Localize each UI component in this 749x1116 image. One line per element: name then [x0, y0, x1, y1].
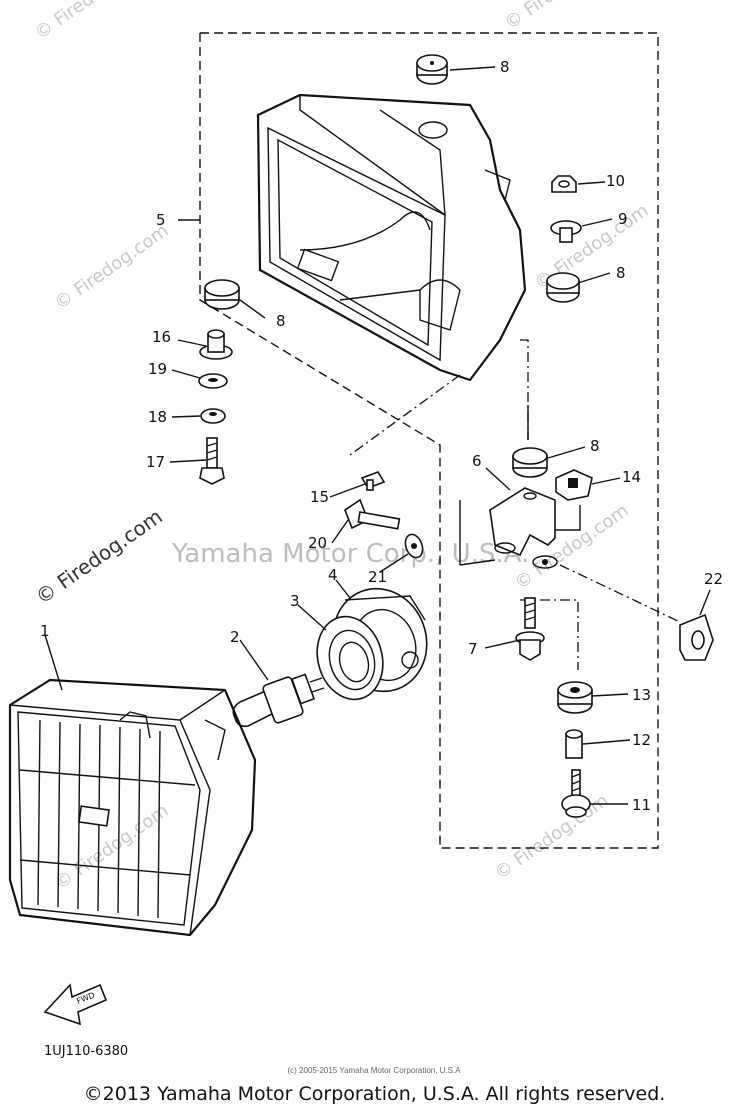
- bolt-20: [344, 498, 401, 530]
- screw-15: [360, 471, 386, 491]
- callout-7: 7: [468, 640, 478, 658]
- callout-10: 10: [606, 172, 625, 190]
- callout-1: 1: [40, 622, 50, 640]
- washer-19: [198, 373, 228, 389]
- copyright-footer: ©2013 Yamaha Motor Corporation, U.S.A. A…: [83, 1083, 666, 1105]
- callout-8: 8: [590, 437, 600, 455]
- callout-12: 12: [632, 731, 651, 749]
- callout-8: 8: [500, 58, 510, 76]
- spring-washer-18: [200, 408, 226, 424]
- callout-14: 14: [622, 468, 641, 486]
- callout-17: 17: [146, 453, 165, 471]
- callout-labels: 8 5 8 8 9 10 8 6 14 16 19 18 17 15 20 21…: [40, 58, 723, 814]
- callout-9: 9: [618, 210, 628, 228]
- screw-11: [561, 769, 591, 818]
- callout-13: 13: [632, 686, 651, 704]
- watermark-yamaha: Yamaha Motor Corp., U.S.A.: [171, 539, 529, 569]
- grommet-right: [546, 272, 580, 303]
- watermark-layer: © Firedog.com © Firedog.com © Firedog.co…: [31, 0, 653, 894]
- callout-20: 20: [308, 534, 327, 552]
- grommet-left: [204, 279, 240, 310]
- callout-2: 2: [230, 628, 240, 646]
- watermark-firedog: © Firedog.com: [501, 0, 623, 34]
- callout-8: 8: [616, 264, 626, 282]
- grommet-top: [416, 54, 448, 85]
- grommet-lower: [512, 447, 548, 478]
- headlight-housing: [256, 93, 527, 382]
- collar-16: [199, 329, 233, 360]
- callout-16: 16: [152, 328, 171, 346]
- watermark-firedog-dark: © Firedog.com: [31, 504, 167, 609]
- callout-3: 3: [290, 592, 300, 610]
- callout-5: 5: [156, 211, 166, 229]
- headlight-bulb-2: [232, 673, 325, 728]
- callout-8: 8: [276, 312, 286, 330]
- clip-nut-14: [555, 469, 593, 501]
- headlight-unit-1: [8, 678, 257, 937]
- callout-15: 15: [310, 488, 329, 506]
- bolt-7: [515, 597, 545, 661]
- housing-assembly-boundary: [199, 32, 659, 849]
- assembly-leaders: [349, 339, 681, 670]
- bolt-17: [199, 437, 225, 485]
- bracket-6: [459, 487, 581, 569]
- callout-6: 6: [472, 452, 482, 470]
- callout-21: 21: [368, 568, 387, 586]
- callout-19: 19: [148, 360, 167, 378]
- grommet-13: [557, 681, 593, 714]
- watermark-firedog: © Firedog.com: [51, 800, 173, 894]
- washer-21: [404, 533, 424, 559]
- small-copyright: (c) 2005-2015 Yamaha Motor Corporation, …: [287, 1066, 461, 1075]
- watermark-firedog: © Firedog.com: [31, 0, 153, 44]
- collar-12: [565, 729, 583, 759]
- callout-leaders: [44, 66, 711, 805]
- callout-22: 22: [704, 570, 723, 588]
- diagram-code: 1UJ110-6380: [44, 1044, 128, 1059]
- watermark-firedog: © Firedog.com: [51, 220, 173, 314]
- callout-11: 11: [632, 796, 651, 814]
- callout-18: 18: [148, 408, 167, 426]
- bulb-socket-3: [316, 615, 384, 701]
- fwd-arrow-icon: FWD: [43, 983, 108, 1026]
- collar-9: [550, 220, 582, 243]
- callout-4: 4: [328, 566, 338, 584]
- lens-pattern: [19, 719, 196, 919]
- nut-10: [551, 175, 577, 193]
- cap-22: [679, 613, 714, 661]
